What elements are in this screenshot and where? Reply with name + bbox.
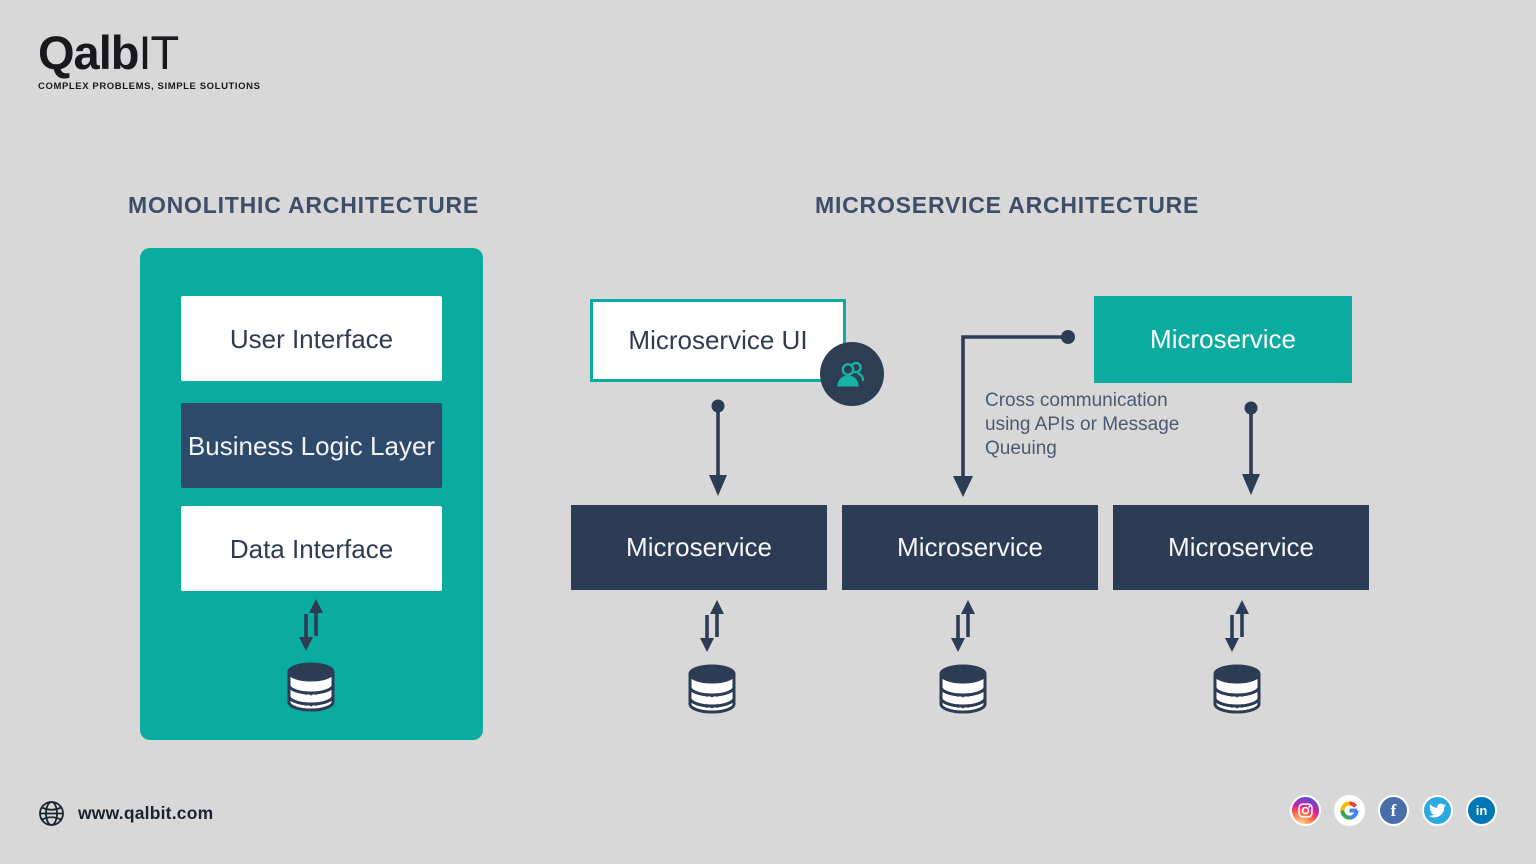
brand-tagline: COMPLEX PROBLEMS, SIMPLE SOLUTIONS [38,81,261,92]
bidirectional-arrow-icon [1225,600,1249,652]
layer-business-logic: Business Logic Layer [181,403,442,488]
cross-communication-note: Cross communication using APIs or Messag… [985,390,1180,459]
microservice-box-1: Microservice [571,505,827,590]
database-icon [688,664,736,714]
google-icon[interactable] [1334,795,1365,826]
monolithic-panel: User Interface Business Logic Layer Data… [140,248,483,740]
database-icon [939,664,987,714]
elbow-arrow-icon [953,330,1075,497]
down-arrow-icon [1242,401,1260,495]
microservice-ui-box: Microservice UI [590,299,846,382]
instagram-icon[interactable] [1290,795,1321,826]
users-icon [837,361,865,387]
microservice-box-3-label: Microservice [1168,532,1314,562]
layer-user-interface: User Interface [181,296,442,381]
globe-icon [39,801,64,826]
microservice-box-3: Microservice [1113,505,1369,590]
social-links: f in [1290,795,1497,826]
website-footer: www.qalbit.com [38,800,213,827]
website-url[interactable]: www.qalbit.com [78,803,214,823]
bidirectional-arrow-icon [951,600,975,652]
brand-wordmark-suffix: IT [138,26,179,79]
microservice-top-box: Microservice [1094,296,1352,383]
microservice-box-2-label: Microservice [897,532,1043,562]
layer-data-interface: Data Interface [181,506,442,591]
brand-logo: QalbIT COMPLEX PROBLEMS, SIMPLE SOLUTION… [38,28,261,93]
linkedin-icon[interactable]: in [1466,795,1497,826]
microservice-heading: MICROSERVICE ARCHITECTURE [815,192,1200,218]
database-icon [1213,664,1261,714]
twitter-icon[interactable] [1422,795,1453,826]
monolithic-heading: MONOLITHIC ARCHITECTURE [128,192,480,218]
users-badge [820,342,884,406]
facebook-icon[interactable]: f [1378,795,1409,826]
bidirectional-arrow-icon [299,599,323,651]
microservice-ui-label: Microservice UI [628,325,808,355]
down-arrow-icon [709,399,727,496]
microservice-box-1-label: Microservice [626,532,772,562]
brand-wordmark: QalbIT [38,28,261,78]
microservice-box-2: Microservice [842,505,1098,590]
microservice-top-label: Microservice [1150,324,1296,354]
brand-wordmark-main: Qalb [38,26,139,79]
bidirectional-arrow-icon [700,600,724,652]
database-icon [287,662,335,712]
